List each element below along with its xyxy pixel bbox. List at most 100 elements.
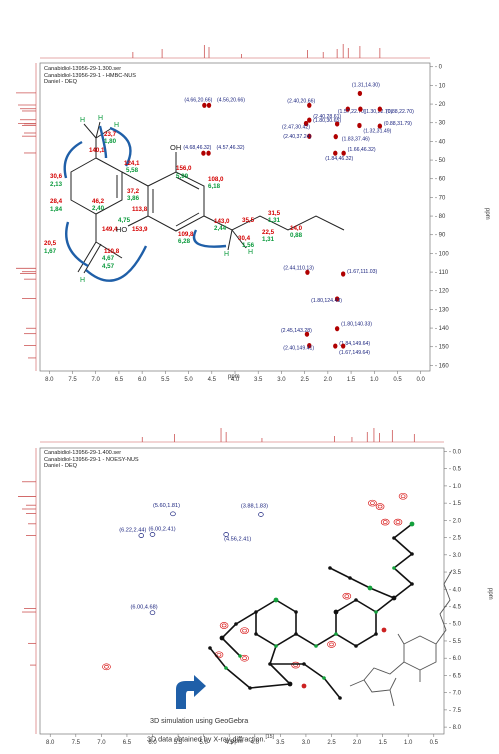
model-atom [268,662,272,666]
hmbc-peak-label: (2.47,30.42) [282,125,310,131]
model-bond [221,623,237,639]
model-bond [295,633,317,647]
noesy-contour-outer [380,518,390,526]
model-bond [349,577,371,589]
hmbc-carbon-shift: 124,1 [124,160,140,167]
hmbc-left-projection [16,63,37,371]
model-atom [219,635,225,641]
noesy-peak-label: (6.22,2.44) [119,528,146,534]
hmbc-arrow-1 [63,140,83,179]
hmbc-carbon-shift: 31,5 [268,210,281,217]
hmbc-x-tick-label: 0.0 [417,377,426,383]
h-bond-3 [95,127,113,139]
noesy-contour-inner [377,504,383,509]
oh-bond-bottom [127,215,149,227]
hmbc-cross-peak [340,343,346,349]
hmbc-peak-label: (1.31,14.30) [352,82,380,88]
hmbc-cross-peak [377,106,383,112]
noesy-contour-inner [242,656,247,660]
noesy-contour-outer [291,661,300,669]
hmbc-y-tick-label: - 60 [435,177,446,183]
hmbc-cross-peak [307,117,312,123]
simulation-arrow-icon [176,675,206,709]
hmbc-proton-shift: 5,58 [126,167,139,174]
noesy-y-tick-label: - 1.0 [449,484,462,490]
noesy-y-tick-label: - 0.5 [449,467,462,473]
noesy-y-tick-label: - 2.0 [449,518,462,524]
hmbc-peak-label: (1.67,111.03) [347,269,377,275]
hmbc-peaks: (4.66,20.66)(4.56,20.66)(4.68,46.32)(4.5… [183,82,414,356]
hmbc-cross-peak [206,150,211,156]
noesy-y-tick-label: - 5.5 [449,639,462,645]
hmbc-carbon-shift: 46,2 [92,198,105,205]
hmbc-h-atom: H [80,277,85,284]
noesy-x-tick-label: 3.0 [302,740,311,746]
hmbc-cross-peak [341,150,346,156]
hmbc-carbon-shift: 37,2 [127,188,140,195]
hmbc-peak-label: (2.45,143.28) [281,328,312,334]
hmbc-carbon-shift: 108,0 [208,176,224,183]
hmbc-carbon-shift: 113,8 [132,206,148,213]
noesy-y-tick-label: - 3.0 [449,553,462,559]
hmbc-cross-peak [334,121,340,127]
hmbc-peak-label: (2.40,20.66) [287,98,315,104]
hmbc-ho-label: HO [116,225,127,234]
hmbc-y-axis-title: ppm [484,208,490,220]
model-atom [391,595,397,601]
hmbc-arrow-4 [65,221,89,268]
hmbc-peak-label: (2.40,149.41) [283,346,314,352]
noesy-x-tick-label: 2.5 [327,740,336,746]
noesy-peak-label: (6.00,2.41) [149,526,176,532]
hmbc-cross-peak [307,343,312,349]
model-bond [255,633,277,647]
h-bond-5 [231,229,247,249]
hmbc-peak-label: (1.57,22.70) [338,109,366,115]
noesy-x-axis-title: ppm [231,739,243,745]
hmbc-x-tick-label: 5.0 [184,377,193,383]
hmbc-peak-label: (1.67,149.64) [339,350,370,356]
hmbc-x-axis-title: ppm [228,374,240,380]
hmbc-y-tick-label: - 120 [435,289,449,295]
noesy-contour-inner [382,520,388,524]
noesy-caption-xray: 3D data obtained by X-ray diffraction.[1… [147,734,274,743]
cbd-3d-model [208,521,415,700]
hmbc-proton-shift: 2,13 [50,181,63,188]
hmbc-y-tick-label: - 40 [435,139,446,145]
noesy-x-tick-label: 5.5 [174,740,183,746]
noesy-contour-inner [242,628,247,633]
hmbc-cross-peak [357,90,363,97]
model-atom [238,654,242,658]
noesy-file-name: Canabidiol-13956-29-1.400.ser [44,450,122,456]
hmbc-cross-peak [303,120,309,127]
hmbc-x-tick-label: 2.5 [300,377,309,383]
model-bond [225,667,251,689]
noesy-peak-label: (3.88,1.83) [241,504,268,510]
model-atom [392,566,396,570]
noesy-contour-outer [398,492,408,500]
noesy-contour-outer [342,592,352,600]
noesy-contour-inner [344,594,350,598]
hmbc-proton-shift: 1,31 [262,236,275,243]
hmbc-proton-shift: 1,56 [242,242,255,249]
hmbc-carbon-shift: 156,0 [176,165,192,172]
hmbc-arrow-6 [192,229,227,248]
inset-aromatic-ring [403,635,437,671]
noesy-y-tick-label: - 7.5 [449,708,462,714]
model-bond [323,677,341,699]
noesy-x-tick-label: 0.5 [430,740,439,746]
isopropenyl-methyl [95,241,123,259]
hmbc-file-name: Canabidiol-13956-29-1.300.ser [44,66,122,72]
hmbc-cross-peak [201,150,206,156]
noesy-contour-inner [400,494,406,499]
model-bond [303,663,325,679]
model-atom [294,610,298,614]
hmbc-x-tick-label: 2.0 [324,377,333,383]
model-bond [335,599,357,613]
noesy-contour-outer [102,663,111,671]
hmbc-proton-shift: 3,86 [127,195,140,202]
hmbc-carbon-shift: 149,4 [102,226,118,233]
noesy-x-tick-label: 8.0 [46,740,55,746]
